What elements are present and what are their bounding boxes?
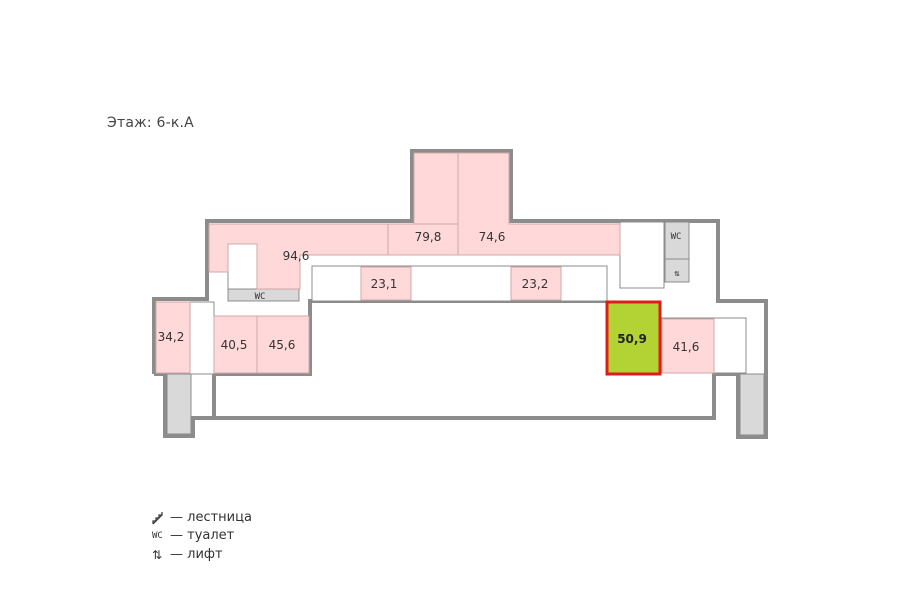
stairs-left [166,373,192,435]
outer-wall-left-bottom [154,299,607,438]
legend-label: — лифт [170,547,223,562]
stairs-right [739,373,765,436]
room-456[interactable] [256,315,310,374]
room-232[interactable] [510,266,562,301]
room-416[interactable] [661,318,715,374]
room-label: 23,1 [371,277,398,291]
room-342[interactable] [155,301,191,374]
room-label: 40,5 [221,338,248,352]
wc-right-block [664,221,690,260]
room-509[interactable] [605,300,662,376]
room-label: 23,2 [522,277,549,291]
lift-right-block [664,258,690,283]
stairs-icon [152,511,170,525]
corridor-upper [311,265,608,302]
outer-wall [152,149,768,439]
legend-item-stairs: — лестница [152,510,252,525]
room-798-ext [387,223,459,256]
legend-item-wc: WC — туалет [152,528,234,543]
room-label-selected: 50,9 [617,332,647,346]
room-label: 94,6 [283,249,310,263]
legend-label: — туалет [170,528,235,543]
corridor-left-upper [227,243,258,291]
legend-item-lift: ⇅ — лифт [152,547,223,562]
room-label: 79,8 [415,230,442,244]
room-label: 45,6 [269,338,296,352]
wc-icon: WC [255,292,266,302]
lift-icon: ⇅ [674,269,680,279]
corridor-left [189,301,215,375]
room-label: 74,6 [479,230,506,244]
room-231[interactable] [360,266,412,301]
wc-icon: WC [671,232,682,242]
legend-label: — лестница [170,510,252,525]
corridor-right [619,221,665,289]
lift-icon: ⇅ [152,547,163,562]
room-746[interactable] [457,152,621,256]
room-label: 41,6 [673,340,700,354]
room-label: 34,2 [158,330,185,344]
wc-icon: WC [152,530,163,541]
floor-title: Этаж: 6-к.А [107,115,194,131]
